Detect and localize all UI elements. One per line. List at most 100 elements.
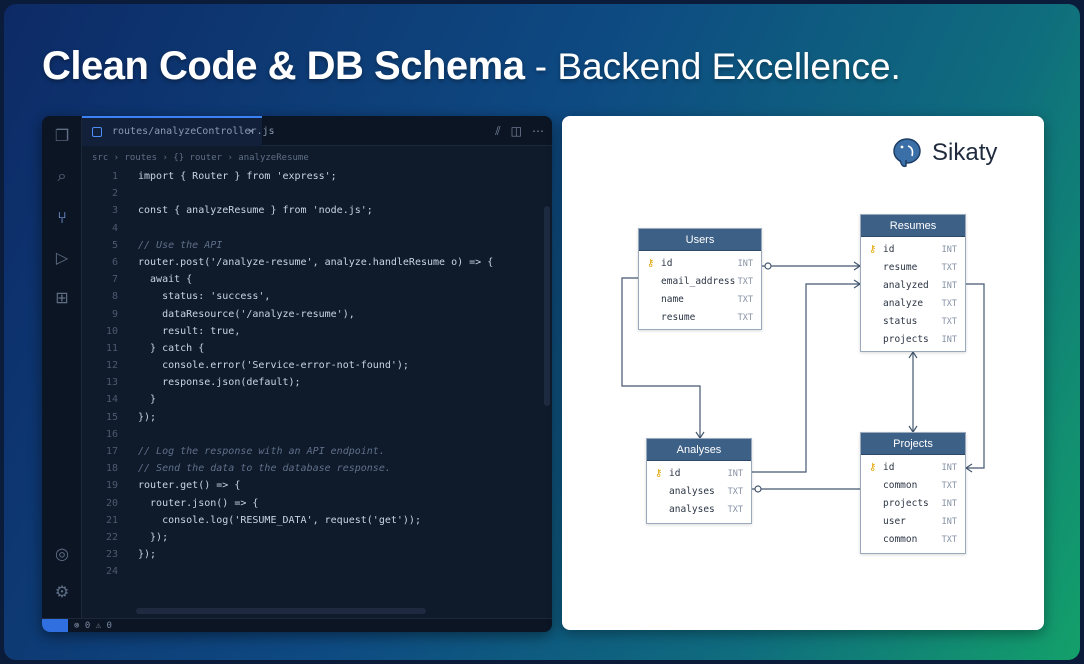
field-type: INT — [941, 335, 957, 345]
breadcrumb[interactable]: src › routes › {} router › analyzeResume — [92, 153, 309, 163]
code-line[interactable]: 4 — [82, 220, 538, 237]
field-name: resume — [661, 312, 696, 323]
code-text: import { Router } from 'express'; — [138, 171, 337, 182]
run-debug-icon[interactable]: ▷ — [55, 248, 69, 267]
files-icon[interactable]: ❐ — [54, 126, 70, 145]
tab-actions: ⫽ ◫ ⋯ — [485, 116, 544, 146]
line-number: 12 — [105, 360, 118, 372]
field-type: TXT — [737, 295, 753, 305]
search-icon[interactable]: ⌕ — [57, 166, 67, 185]
editor-tab-label: routes/analyzeController.js — [112, 126, 275, 137]
code-line[interactable]: 5// Use the API — [82, 237, 538, 254]
code-line[interactable]: 23}); — [82, 546, 538, 563]
code-line[interactable]: 18// Send the data to the database respo… — [82, 460, 538, 477]
line-number: 7 — [111, 274, 118, 286]
remote-indicator[interactable] — [42, 619, 68, 632]
code-text: console.error('Service-error-not-found')… — [138, 360, 409, 372]
vertical-scrollbar[interactable] — [544, 206, 550, 406]
code-line[interactable]: 14 } — [82, 391, 538, 408]
code-line[interactable]: 8 status: 'success', — [82, 288, 538, 305]
settings-icon[interactable]: ⚙ — [54, 582, 70, 601]
code-line[interactable]: 15}); — [82, 409, 538, 426]
field-type: TXT — [941, 263, 957, 273]
more-icon[interactable]: ⋯ — [532, 124, 544, 138]
status-problems[interactable]: ⊗ 0 ⚠ 0 — [74, 621, 112, 631]
code-text: dataResource('/analyze-resume'), — [138, 308, 355, 320]
code-line[interactable]: 11 } catch { — [82, 340, 538, 357]
brand-name: Sikaty — [932, 139, 998, 166]
primary-key-icon: ⚷ — [869, 244, 877, 255]
line-number: 1 — [111, 171, 118, 182]
field-name: projects — [883, 334, 929, 345]
field-name: analyses — [669, 486, 715, 497]
line-number: 6 — [111, 256, 118, 268]
horizontal-scrollbar[interactable] — [136, 608, 426, 614]
line-number: 3 — [111, 205, 118, 217]
code-line[interactable]: 22 }); — [82, 529, 538, 546]
editor-tab[interactable]: routes/analyzeController.js × — [82, 116, 275, 146]
code-line[interactable]: 7 await { — [82, 271, 538, 288]
code-line[interactable]: 10 result: true, — [82, 323, 538, 340]
line-number: 8 — [111, 291, 118, 303]
code-line[interactable]: 17// Log the response with an API endpoi… — [82, 443, 538, 460]
code-line[interactable]: 13 response.json(default); — [82, 374, 538, 391]
code-line[interactable]: 9 dataResource('/analyze-resume'), — [82, 306, 538, 323]
account-icon[interactable]: ◎ — [55, 544, 69, 563]
field-type: TXT — [941, 535, 957, 545]
layout-icon[interactable]: ◫ — [510, 124, 522, 138]
primary-key-icon: ⚷ — [869, 462, 877, 473]
split-editor-icon[interactable]: ⫽ — [495, 124, 501, 138]
field-name: user — [883, 516, 906, 527]
extensions-icon[interactable]: ⊞ — [55, 288, 69, 307]
field-name: status — [883, 316, 918, 327]
entity-field[interactable]: analyzed INT — [861, 277, 965, 295]
close-icon[interactable]: × — [247, 126, 254, 137]
tab-bar: routes/analyzeController.js × ⫽ ◫ ⋯ — [82, 116, 552, 146]
field-type: TXT — [737, 277, 753, 287]
entity-field[interactable]: common TXT — [861, 477, 965, 495]
line-number: 21 — [105, 514, 118, 526]
code-line[interactable]: 12 console.error('Service-error-not-foun… — [82, 357, 538, 374]
source-control-icon[interactable]: ⑂ — [57, 208, 67, 227]
field-name: common — [883, 480, 918, 491]
code-line[interactable]: 24 — [82, 563, 538, 580]
code-line[interactable]: 16 — [82, 426, 538, 443]
code-line[interactable]: 21 console.log('RESUME_DATA', request('g… — [82, 512, 538, 529]
entity-title: Analyses — [647, 439, 751, 461]
primary-key-icon: ⚷ — [655, 468, 663, 479]
entity-field[interactable]: projects INT — [861, 331, 965, 349]
code-line[interactable]: 1 import { Router } from 'express'; — [82, 168, 538, 185]
code-text: // Send the data to the database respons… — [138, 463, 391, 475]
field-type: INT — [941, 281, 957, 291]
field-type: TXT — [941, 481, 957, 491]
banner: Clean Code & DB Schema - Backend Excelle… — [4, 4, 1080, 660]
code-line[interactable]: 2 — [82, 185, 538, 202]
line-number: 14 — [105, 394, 118, 406]
field-name: analyzed — [883, 280, 929, 291]
headline: Clean Code & DB Schema - Backend Excelle… — [42, 38, 901, 94]
code-line[interactable]: 20 router.json() => { — [82, 495, 538, 512]
